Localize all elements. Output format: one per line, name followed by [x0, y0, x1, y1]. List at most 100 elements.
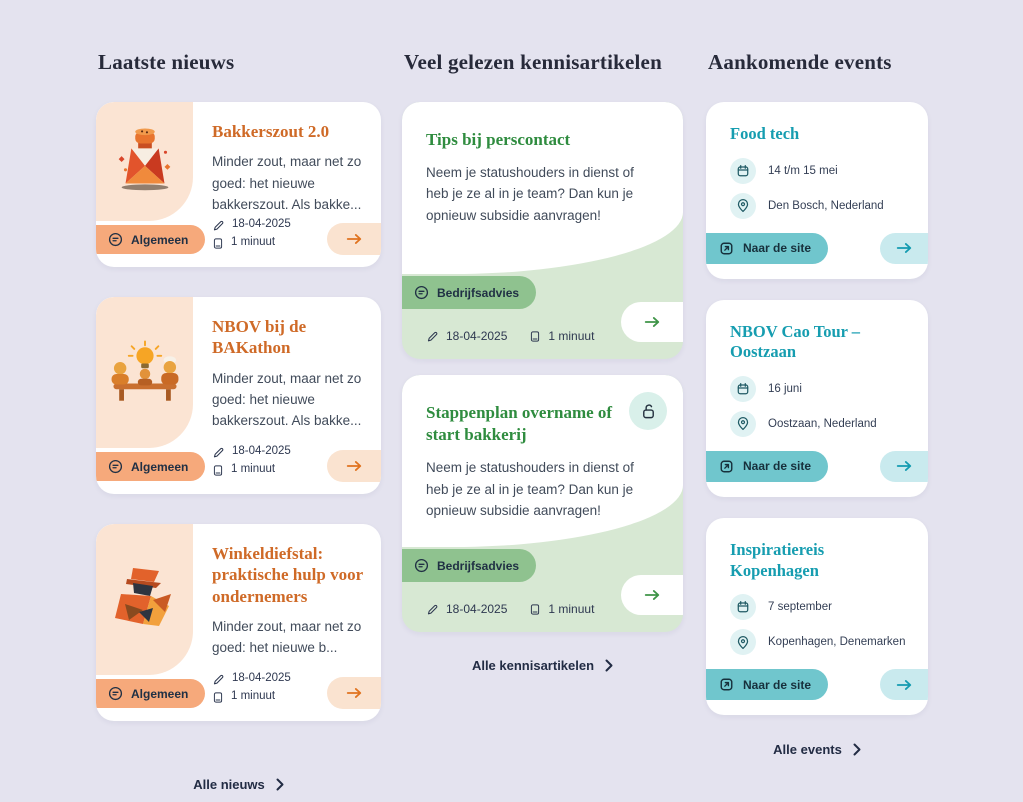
all-knowledge-articles-link-label: Alle kennisartikelen — [471, 658, 595, 673]
arrow-right-icon — [644, 317, 660, 327]
salt-shaker-illustration — [96, 102, 193, 221]
knowledge-heading: Veel gelezen kennisartikelen — [404, 50, 662, 74]
naar-de-site-label: Naar de site — [743, 459, 812, 474]
arrow-right-icon — [346, 234, 362, 244]
tag-circle-icon — [108, 232, 123, 247]
event-date-row: 7 september — [730, 594, 908, 621]
event-card[interactable]: Inspiratiereis Kopenhagen 7 september — [706, 517, 928, 716]
event-date: 7 september — [768, 601, 832, 614]
news-card[interactable]: Algemeen Bakkerszout 2.0 Minder zout, ma… — [96, 102, 381, 267]
event-location: Kopenhagen, Denemarken — [768, 636, 906, 649]
knowledge-card-excerpt: Neem je statushouders in dienst of heb j… — [426, 165, 634, 223]
event-location: Oostzaan, Nederland — [768, 417, 877, 430]
news-card-meta: 18-04-2025 1 minuut — [212, 670, 363, 709]
event-date-row: 14 t/m 15 mei — [730, 157, 908, 184]
event-arrow-button[interactable] — [880, 232, 928, 264]
news-card-body: Bakkerszout 2.0 Minder zout, maar net zo… — [193, 102, 381, 267]
all-events-link-label: Alle events — [773, 742, 842, 758]
news-card[interactable]: Algemeen NBOV bij de BAKathon Minder zou… — [96, 297, 381, 494]
event-date-row: 16 juni — [730, 375, 908, 402]
event-card[interactable]: Food tech 14 t/m 15 mei Den Bos — [706, 102, 928, 279]
knowledge-column: Veel gelezen kennisartikelen Tips bij pe… — [402, 50, 683, 792]
arrow-right-icon — [896, 243, 912, 254]
lock-icon — [642, 404, 654, 419]
read-time: 1 minuut — [231, 236, 276, 249]
news-card-title[interactable]: Bakkerszout 2.0 — [212, 122, 330, 141]
naar-de-site-button[interactable]: Naar de site — [706, 232, 829, 264]
knowledge-card-meta: 18-04-2025 1 minuut — [402, 600, 683, 619]
event-card-title[interactable]: Food tech — [730, 124, 800, 143]
calendar-icon — [730, 375, 756, 402]
tag-circle-icon — [414, 285, 429, 300]
naar-de-site-label: Naar de site — [743, 241, 812, 256]
knowledge-card[interactable]: Stappenplan overname of start bakkerij N… — [402, 375, 683, 632]
book-icon — [531, 331, 540, 342]
all-news-link[interactable]: Alle nieuws — [193, 777, 284, 792]
pencil-icon — [213, 447, 224, 458]
read-more-arrow-button[interactable] — [621, 302, 683, 342]
event-card[interactable]: NBOV Cao Tour – Oostzaan 16 juni — [706, 299, 928, 497]
all-knowledge-articles-link[interactable]: Alle kennisartikelen — [472, 658, 613, 673]
external-link-icon — [720, 460, 733, 473]
category-badge[interactable]: Algemeen — [96, 452, 206, 481]
arrow-right-icon — [346, 688, 362, 698]
category-badge[interactable]: Algemeen — [96, 679, 206, 708]
read-more-arrow-button[interactable] — [621, 575, 683, 615]
news-card-excerpt: Minder zout, maar net zo goed: het nieuw… — [212, 370, 362, 429]
read-time: 1 minuut — [548, 329, 595, 343]
category-badge[interactable]: Bedrijfsadvies — [402, 549, 537, 582]
book-icon — [213, 464, 223, 476]
news-card-media: Algemeen — [96, 524, 206, 721]
event-card-title[interactable]: NBOV Cao Tour – Oostzaan — [730, 321, 861, 362]
event-location-row: Kopenhagen, Denemarken — [730, 629, 908, 656]
location-pin-icon — [730, 192, 756, 219]
news-card-title[interactable]: Winkeldiefstal: praktische hulp voor ond… — [212, 544, 363, 606]
publish-date: 18-04-2025 — [232, 218, 291, 231]
read-more-arrow-button[interactable] — [327, 223, 381, 255]
news-card-title[interactable]: NBOV bij de BAKathon — [212, 317, 307, 358]
news-card-body: Winkeldiefstal: praktische hulp voor ond… — [193, 524, 381, 721]
news-card-meta: 18-04-2025 1 minuut — [212, 443, 363, 482]
event-card-title[interactable]: Inspiratiereis Kopenhagen — [730, 539, 825, 580]
knowledge-card[interactable]: Tips bij perscontact Neem je statushoude… — [402, 102, 683, 359]
event-arrow-button[interactable] — [880, 450, 928, 482]
read-more-arrow-button[interactable] — [327, 450, 381, 482]
category-badge-label: Algemeen — [131, 232, 189, 247]
news-card-body: NBOV bij de BAKathon Minder zout, maar n… — [193, 297, 381, 494]
category-badge[interactable]: Algemeen — [96, 225, 206, 254]
knowledge-card-title[interactable]: Stappenplan overname of start bakkerij — [426, 403, 613, 445]
news-card-media: Algemeen — [96, 102, 206, 267]
category-badge-label: Bedrijfsadvies — [437, 558, 520, 573]
news-card-excerpt: Minder zout, maar net zo goed: het nieuw… — [212, 618, 362, 656]
news-card[interactable]: Algemeen Winkeldiefstal: praktische hulp… — [96, 524, 381, 721]
tag-circle-icon — [108, 686, 123, 701]
publish-date: 18-04-2025 — [232, 672, 291, 685]
calendar-icon — [730, 594, 756, 621]
pencil-icon — [427, 331, 438, 342]
all-news-link-label: Alle nieuws — [193, 777, 265, 792]
category-badge-label: Algemeen — [131, 686, 189, 701]
publish-date: 18-04-2025 — [446, 602, 508, 616]
calendar-icon — [730, 157, 756, 184]
event-date: 16 juni — [768, 382, 802, 395]
news-card-media: Algemeen — [96, 297, 206, 494]
event-arrow-button[interactable] — [880, 669, 928, 701]
arrow-right-icon — [346, 461, 362, 471]
knowledge-card-excerpt: Neem je statushouders in dienst of heb j… — [426, 460, 634, 518]
naar-de-site-button[interactable]: Naar de site — [706, 669, 829, 701]
knowledge-card-title[interactable]: Tips bij perscontact — [426, 130, 571, 149]
knowledge-card-meta: 18-04-2025 1 minuut — [402, 327, 683, 346]
events-column: Aankomende events Food tech 14 t/m 15 me… — [706, 50, 928, 792]
team-brainstorm-illustration — [96, 297, 193, 448]
naar-de-site-button[interactable]: Naar de site — [706, 450, 829, 482]
pencil-icon — [213, 220, 224, 231]
location-pin-icon — [730, 410, 756, 437]
naar-de-site-label: Naar de site — [743, 677, 812, 692]
arrow-right-icon — [896, 679, 912, 690]
all-events-link[interactable]: Alle events — [773, 742, 861, 757]
news-column: Laatste nieuws — [96, 50, 381, 792]
event-date: 14 t/m 15 mei — [768, 164, 838, 177]
category-badge[interactable]: Bedrijfsadvies — [402, 276, 537, 309]
read-more-arrow-button[interactable] — [327, 677, 381, 709]
